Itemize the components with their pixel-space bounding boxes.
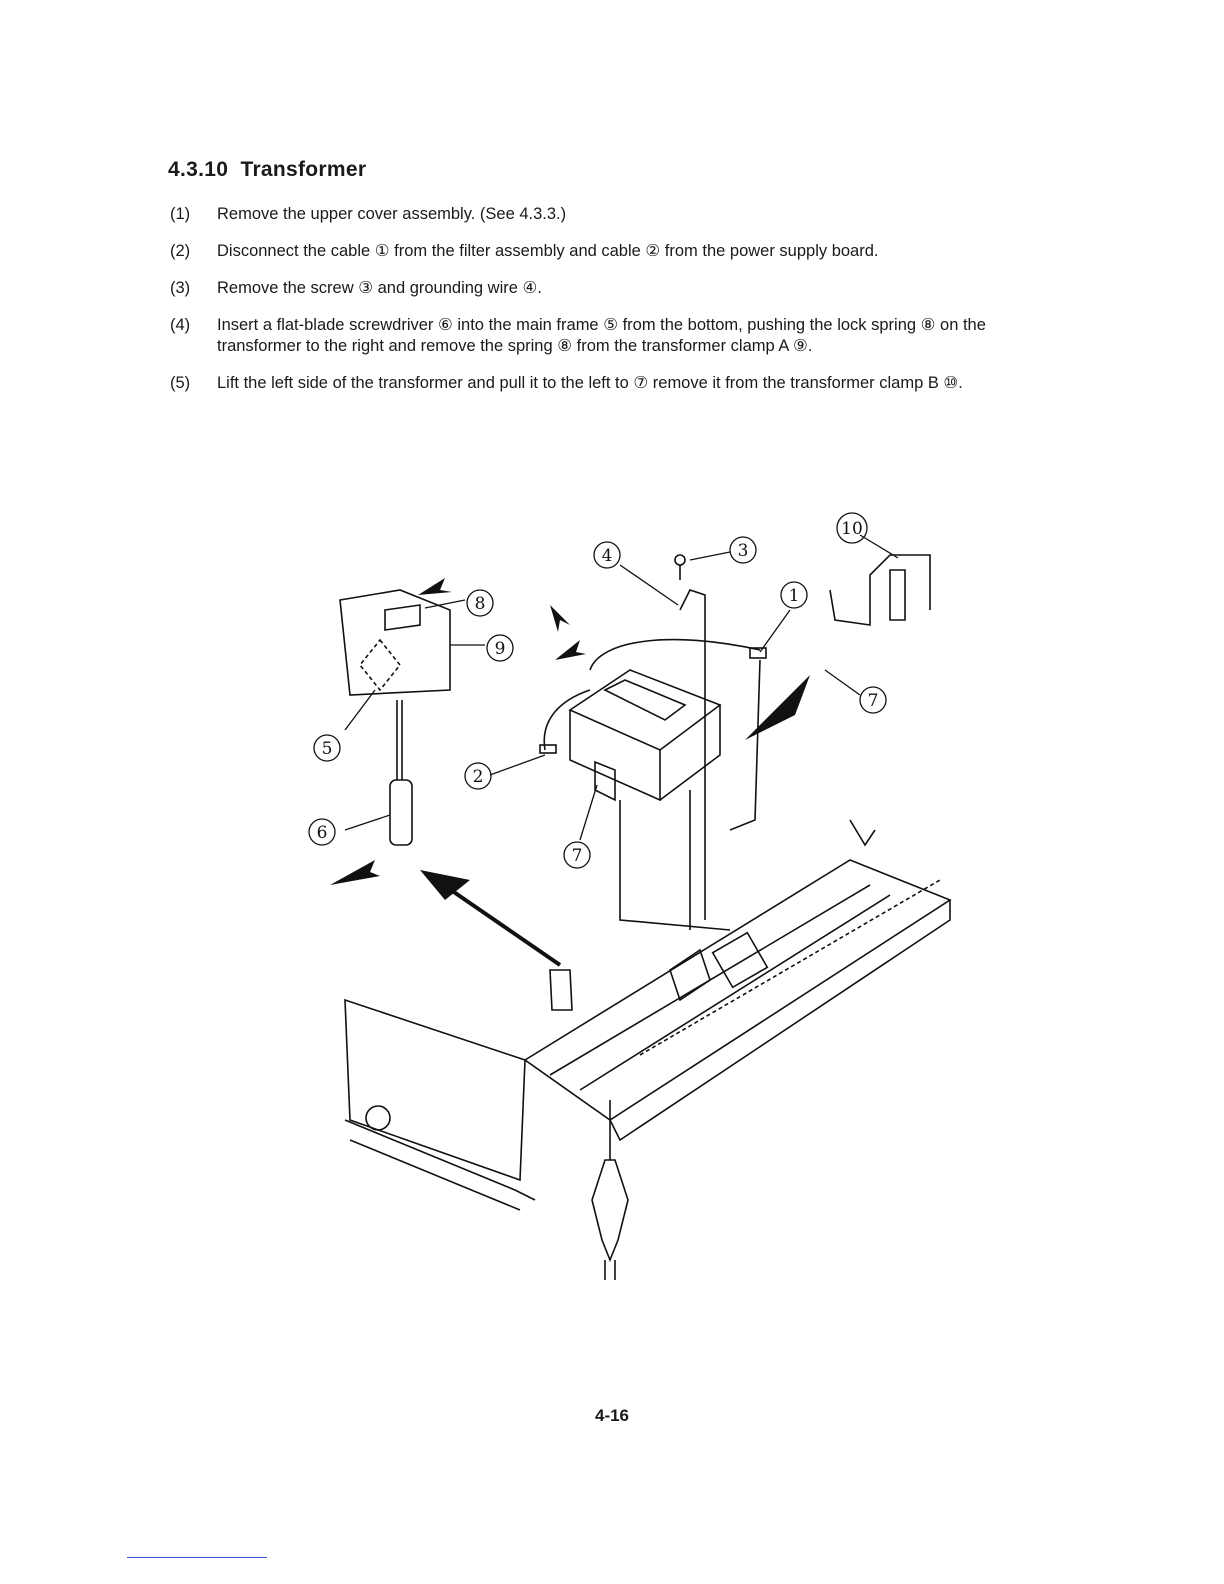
bracket [669,948,711,1002]
cable-1-connector [749,647,767,659]
section-heading: 4.3.10 Transformer [168,158,366,182]
screwdriver-handle [389,779,413,846]
leader-1 [759,609,791,653]
panel-base-line [349,1139,521,1211]
transformer-tab [594,760,616,802]
svg-text:1: 1 [789,586,800,606]
panel-edge [344,1119,536,1201]
knob [365,1105,391,1131]
arrow-push-spring [418,578,452,595]
lever [849,819,876,847]
leader-2 [489,754,546,776]
step-text: Insert a flat-blade screwdriver ⑥ into t… [217,316,986,355]
step-text: Remove the upper cover assembly. (See 4.… [217,205,567,223]
section-title: Transformer [240,158,367,181]
cable-2 [543,689,591,751]
callout-7a: 7 [563,841,591,869]
step-number: (3) [170,279,191,297]
frame-post [549,969,573,1011]
leader-6 [344,814,391,831]
arrow-insert-shaft [446,886,562,967]
clamp-b-hook [889,569,906,621]
arrow-insert-head [420,870,470,900]
arrow-pull-left [555,640,586,660]
leader-3 [689,551,731,561]
leader-10 [859,534,899,559]
callout-10: 10 [836,512,868,544]
frame-front-edge [609,900,951,1142]
grounding-wire [679,589,706,920]
callout-1: 1 [780,581,808,609]
leader-7b [824,669,861,696]
svg-text:7: 7 [572,846,583,866]
arrow-rotate [330,860,380,885]
leader-8 [424,599,466,609]
callout-6: 6 [308,818,336,846]
step-4: (4) Insert a flat-blade screwdriver ⑥ in… [170,315,1040,357]
leader-4 [619,564,679,606]
transformer-side [659,705,721,801]
clamp-a [339,589,451,696]
step-1: (1) Remove the upper cover assembly. (Se… [170,204,1040,225]
clamp-b [829,554,931,626]
svg-text:7: 7 [868,691,879,711]
callout-2: 2 [464,762,492,790]
callout-5: 5 [313,734,341,762]
section-number: 4.3.10 [168,158,229,181]
svg-text:9: 9 [495,639,506,659]
cable-1 [589,638,761,671]
screw-head [674,554,686,566]
page-number: 4-16 [594,1406,630,1425]
svg-text:2: 2 [473,767,484,787]
arrow-lift-left [550,605,570,632]
step-number: (1) [170,205,191,223]
frame-rail-2 [579,894,891,1091]
step-text: Remove the screw ③ and grounding wire ④. [217,279,542,297]
roller-shaft [639,879,941,1056]
svg-text:8: 8 [475,594,486,614]
svg-text:4: 4 [602,546,613,566]
bottom-screwdriver-grip [604,1260,616,1280]
diagram-svg: 8 9 5 6 2 7 4 3 1 7 10 [308,512,952,1280]
step-number: (2) [170,242,191,260]
lock-spring [384,604,421,631]
step-text: Lift the left side of the transformer an… [217,374,963,392]
step-number: (5) [170,374,191,392]
side-panel [344,998,526,1182]
step-5: (5) Lift the left side of the transforme… [170,373,1040,394]
transformer-removal-diagram: 8 9 5 6 2 7 4 3 1 7 10 [290,500,970,1280]
callout-7b: 7 [859,686,887,714]
clamp-b-base [711,931,769,989]
svg-text:6: 6 [317,823,328,843]
cable-2-connector [539,744,557,754]
transformer-mount-leg [619,800,731,931]
leader-5 [344,689,376,731]
spring-slot [358,638,402,692]
step-3: (3) Remove the screw ③ and grounding wir… [170,278,1040,299]
leader-7a [579,784,598,841]
footer-rule [127,1557,267,1558]
svg-text:5: 5 [322,739,333,759]
step-text: Disconnect the cable ① from the filter a… [217,242,879,260]
step-2: (2) Disconnect the cable ① from the filt… [170,241,1040,262]
callout-3: 3 [729,536,757,564]
callout-9: 9 [486,634,514,662]
arrow-remove-right [745,675,810,740]
step-number: (4) [170,316,191,334]
svg-text:3: 3 [738,541,749,561]
transformer-core [603,679,687,721]
procedure-steps: (1) Remove the upper cover assembly. (Se… [170,204,1040,410]
callout-4: 4 [593,541,621,569]
bottom-screwdriver-blade [591,1159,629,1263]
svg-text:10: 10 [841,519,863,539]
callout-8: 8 [466,589,494,617]
cable-1-route [729,659,761,831]
